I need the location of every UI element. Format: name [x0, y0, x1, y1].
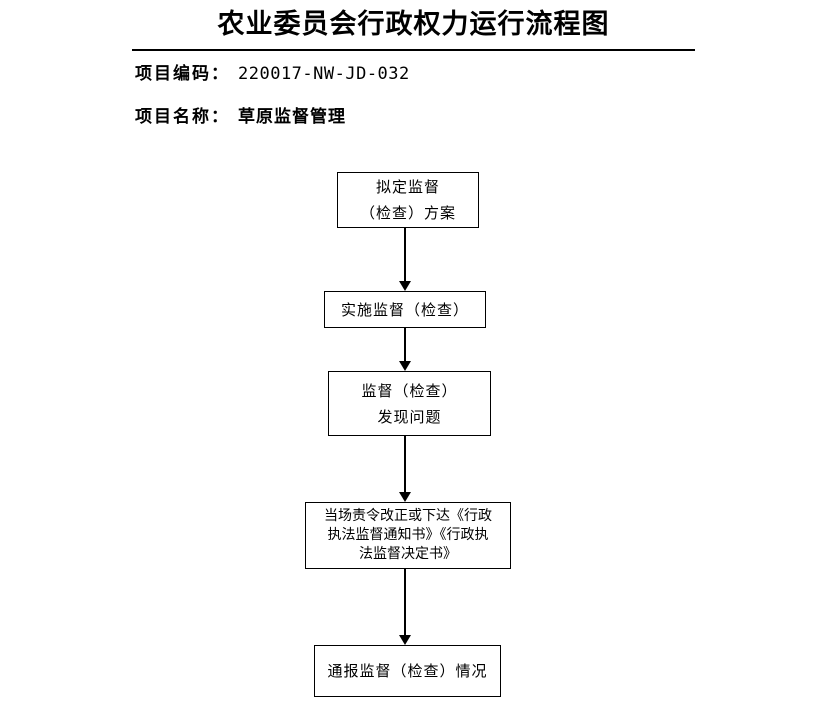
flow-arrow-2-to-3: [399, 328, 411, 371]
flow-node-line: 法监督决定书》: [359, 546, 457, 562]
arrow-head-icon: [399, 635, 411, 645]
flow-node-report-supervision-status: 通报监督（检查）情况: [314, 645, 501, 697]
flow-node-line: 执法监督通知书》《行政执: [327, 527, 489, 543]
flow-node-line: （检查）方案: [359, 204, 456, 222]
arrow-head-icon: [399, 361, 411, 371]
flow-node-line: 监督（检查）: [361, 381, 458, 400]
flow-node-line: 发现问题: [377, 407, 442, 426]
flow-node-line: 通报监督（检查）情况: [327, 662, 488, 680]
flow-node-issue-found: 监督（检查） 发现问题: [328, 371, 491, 436]
page-title: 农业委员会行政权力运行流程图: [217, 9, 610, 40]
project-code-value: 220017-NW-JD-032: [238, 64, 410, 84]
meta-row-project-name: 项目名称： 草原监督管理: [135, 102, 346, 127]
flow-node-draft-supervision-plan: 拟定监督 （检查）方案: [337, 172, 479, 228]
flow-arrow-4-to-5: [399, 569, 411, 645]
flow-node-line: 实施监督（检查）: [340, 300, 469, 319]
flow-node-order-correction-or-issue-documents: 当场责令改正或下达《行政 执法监督通知书》《行政执 法监督决定书》: [305, 502, 511, 569]
project-name-value: 草原监督管理: [238, 107, 346, 127]
flow-node-line: 拟定监督: [375, 178, 440, 196]
flow-node-line: 当场责令改正或下达《行政: [324, 508, 492, 524]
project-name-label: 项目名称：: [135, 107, 230, 127]
meta-row-project-code: 项目编码： 220017-NW-JD-032: [135, 59, 410, 84]
project-code-label: 项目编码：: [135, 64, 230, 84]
arrow-head-icon: [399, 492, 411, 502]
arrow-head-icon: [399, 281, 411, 291]
flow-arrow-3-to-4: [399, 436, 411, 502]
flow-node-implement-supervision: 实施监督（检查）: [324, 291, 486, 328]
title-divider: [132, 49, 695, 51]
flow-arrow-1-to-2: [399, 228, 411, 291]
